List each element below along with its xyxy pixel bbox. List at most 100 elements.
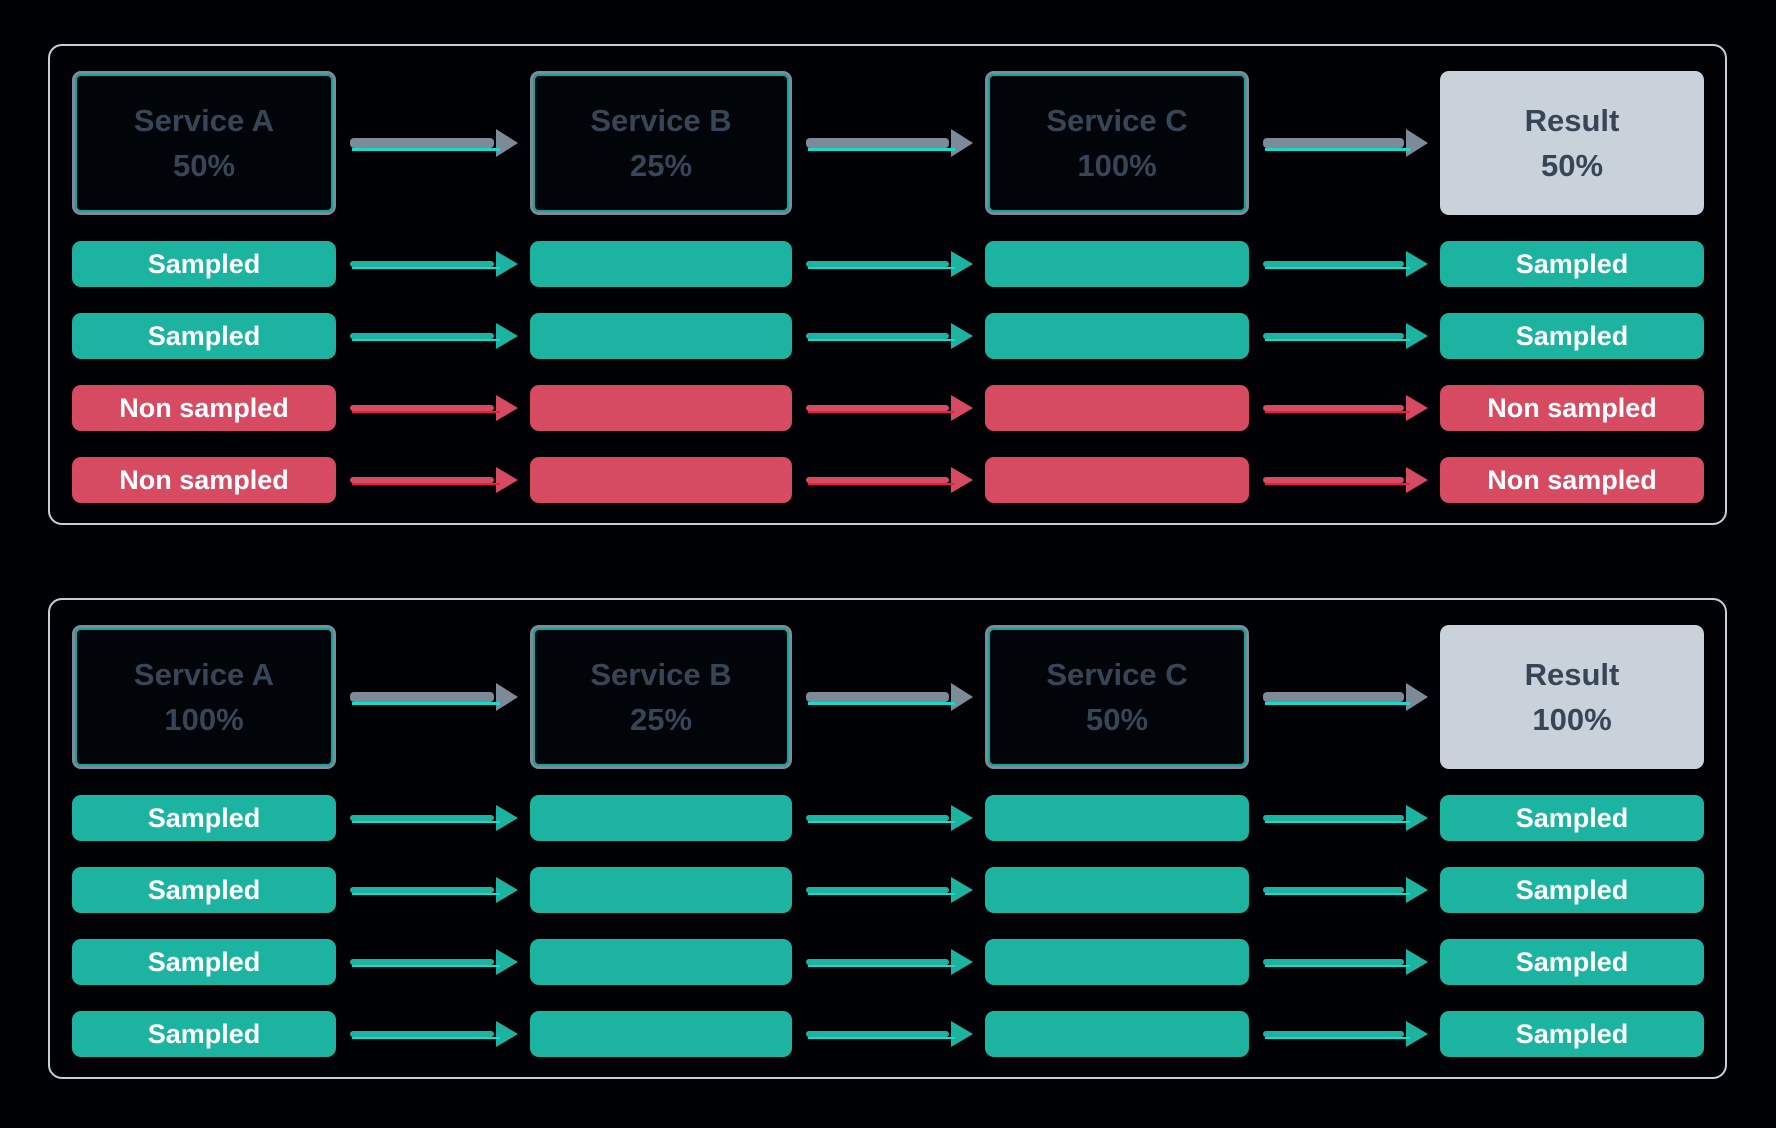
service-label: Service A: [133, 657, 275, 692]
arrow-shaft: [806, 815, 949, 821]
service-rate: 50%: [172, 148, 236, 183]
trace-arrow-icon: [1249, 1011, 1440, 1057]
arrow-trace-line: [352, 893, 500, 895]
arrow-shaft: [350, 261, 494, 267]
arrow-trace-line: [808, 965, 955, 967]
arrow-shaft: [806, 138, 949, 148]
trace-bar: [985, 939, 1249, 985]
arrow-trace-line: [352, 267, 500, 269]
trace-arrow-icon: [1249, 795, 1440, 841]
arrow-trace-line: [352, 702, 500, 705]
service-rate: 100%: [164, 702, 244, 737]
arrow-trace-line: [352, 483, 500, 485]
arrow-shaft: [1263, 887, 1404, 893]
trace-arrow-icon: [792, 939, 985, 985]
flow-arrow-icon: [336, 71, 530, 215]
service-label: Service C: [1046, 657, 1188, 692]
flow-arrow-icon: [1249, 71, 1440, 215]
arrow-trace-line: [352, 821, 500, 823]
trace-arrow-icon: [792, 1011, 985, 1057]
trace-arrow-icon: [336, 457, 530, 503]
trace-bar: [530, 241, 792, 287]
trace-arrow-icon: [792, 795, 985, 841]
trace-bar: Sampled: [1440, 1011, 1704, 1057]
arrow-head-icon: [951, 129, 973, 157]
trace-arrow-icon: [1249, 457, 1440, 503]
trace-arrow-icon: [792, 457, 985, 503]
arrow-head-icon: [496, 251, 518, 277]
arrow-trace-line: [808, 1037, 955, 1039]
arrow-shaft: [1263, 692, 1404, 702]
arrow-head-icon: [1406, 323, 1428, 349]
trace-bar: [530, 313, 792, 359]
trace-bar: Sampled: [1440, 867, 1704, 913]
arrow-trace-line: [1265, 702, 1410, 705]
arrow-shaft: [1263, 333, 1404, 339]
arrow-head-icon: [496, 949, 518, 975]
trace-bar: Non sampled: [72, 457, 336, 503]
service-label: Service A: [133, 103, 275, 138]
arrow-trace-line: [1265, 965, 1410, 967]
trace-bar: Sampled: [72, 867, 336, 913]
trace-bar: [985, 313, 1249, 359]
trace-bar: Non sampled: [1440, 385, 1704, 431]
arrow-shaft: [350, 333, 494, 339]
trace-bar: Sampled: [72, 313, 336, 359]
service-box: Service A 100%: [72, 625, 336, 769]
arrow-trace-line: [808, 893, 955, 895]
arrow-shaft: [1263, 477, 1404, 483]
service-rate: 100%: [1077, 148, 1157, 183]
arrow-head-icon: [951, 323, 973, 349]
arrow-head-icon: [951, 395, 973, 421]
arrow-shaft: [350, 477, 494, 483]
arrow-trace-line: [1265, 483, 1410, 485]
arrow-head-icon: [951, 251, 973, 277]
arrow-shaft: [350, 887, 494, 893]
trace-bar: Sampled: [72, 241, 336, 287]
trace-bar: [985, 867, 1249, 913]
arrow-trace-line: [352, 148, 500, 151]
arrow-shaft: [806, 261, 949, 267]
trace-bar: [985, 385, 1249, 431]
trace-arrow-icon: [1249, 867, 1440, 913]
flow-arrow-icon: [792, 625, 985, 769]
arrow-trace-line: [808, 267, 955, 269]
service-label: Service B: [590, 657, 732, 692]
arrow-trace-line: [808, 411, 955, 413]
trace-arrow-icon: [1249, 385, 1440, 431]
arrow-shaft: [806, 692, 949, 702]
service-box: Service A 50%: [72, 71, 336, 215]
arrow-head-icon: [951, 683, 973, 711]
arrow-head-icon: [496, 683, 518, 711]
trace-arrow-icon: [792, 241, 985, 287]
service-rate: 25%: [629, 702, 693, 737]
trace-bar: [530, 867, 792, 913]
arrow-shaft: [1263, 405, 1404, 411]
arrow-head-icon: [496, 805, 518, 831]
arrow-trace-line: [352, 339, 500, 341]
arrow-head-icon: [496, 129, 518, 157]
arrow-trace-line: [352, 965, 500, 967]
arrow-trace-line: [1265, 267, 1410, 269]
arrow-shaft: [1263, 815, 1404, 821]
arrow-shaft: [350, 138, 494, 148]
arrow-trace-line: [1265, 148, 1410, 151]
arrow-shaft: [806, 333, 949, 339]
arrow-head-icon: [1406, 395, 1428, 421]
arrow-head-icon: [496, 467, 518, 493]
arrow-shaft: [350, 405, 494, 411]
arrow-head-icon: [496, 877, 518, 903]
trace-bar: Sampled: [72, 1011, 336, 1057]
trace-bar: Sampled: [1440, 313, 1704, 359]
trace-arrow-icon: [792, 867, 985, 913]
arrow-head-icon: [951, 1021, 973, 1047]
trace-arrow-icon: [336, 795, 530, 841]
arrow-shaft: [806, 405, 949, 411]
arrow-head-icon: [951, 877, 973, 903]
arrow-trace-line: [1265, 411, 1410, 413]
